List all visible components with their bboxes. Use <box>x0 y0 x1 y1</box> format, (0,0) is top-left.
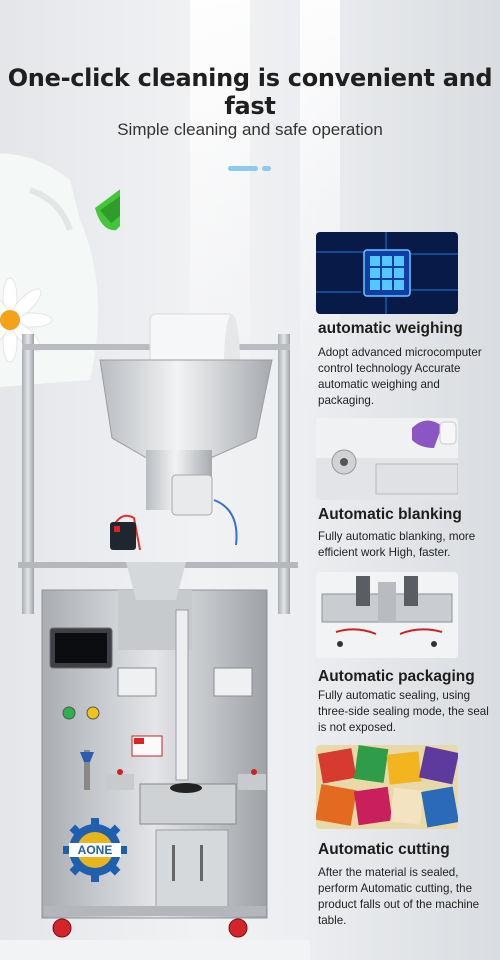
page-title: One-click cleaning is convenient and fas… <box>7 64 493 120</box>
machine-logo-text: AONE <box>77 843 113 857</box>
sealing-unit-image <box>316 572 458 658</box>
feature-title-weighing: automatic weighing <box>318 320 463 337</box>
feature-desc-packaging: Fully automatic sealing, using three-sid… <box>318 689 489 734</box>
feature-desc-blanking: Fully automatic blanking, more efficient… <box>318 530 476 559</box>
blanking-nozzle-image <box>316 418 458 500</box>
light-streak <box>300 0 340 420</box>
page-subtitle: Simple cleaning and safe operation <box>117 120 383 139</box>
accent-dash-small <box>262 166 271 171</box>
feature-title-blanking: Automatic blanking <box>318 506 462 523</box>
packing-machine-image <box>0 313 310 960</box>
accent-dash <box>228 166 258 171</box>
detergent-bottle-image <box>0 153 120 387</box>
feature-desc-cutting: After the material is sealed, perform Au… <box>318 866 480 927</box>
feature-title-packaging: Automatic packaging <box>318 668 475 685</box>
feature-desc-weighing: Adopt advanced microcomputer control tec… <box>318 346 482 407</box>
packaged-snacks-image <box>316 745 458 829</box>
circuit-chip-image <box>316 232 458 314</box>
feature-title-cutting: Automatic cutting <box>318 841 450 858</box>
